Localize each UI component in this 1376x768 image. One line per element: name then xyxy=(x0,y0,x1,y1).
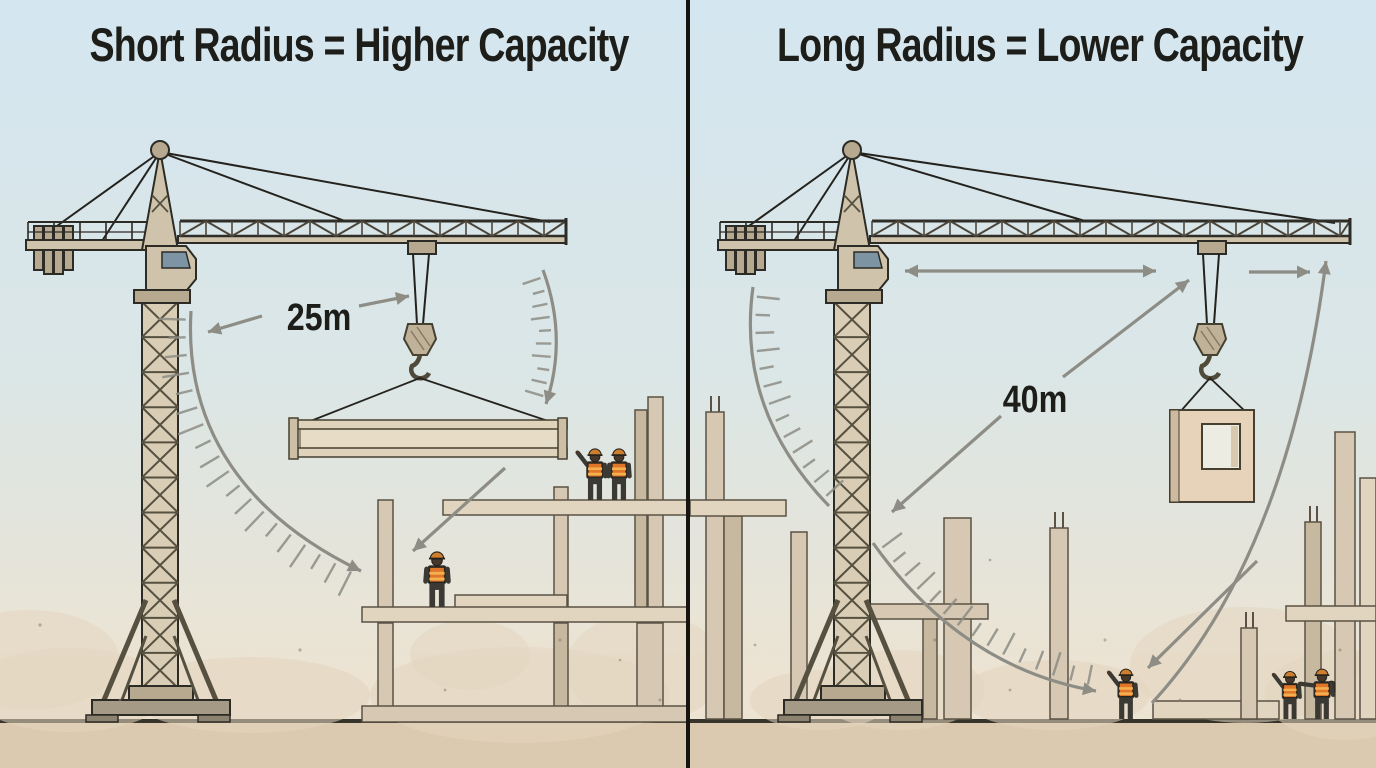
left-panel-title: Short Radius = Higher Capacity xyxy=(89,18,630,71)
jib-truss-left xyxy=(179,219,567,238)
tower-apex-frame-left xyxy=(140,149,180,251)
debris-speckles xyxy=(38,558,1342,702)
tower-apex-frame-right xyxy=(832,149,872,251)
hook-icon xyxy=(1199,354,1222,381)
panel-divider xyxy=(686,0,690,768)
worker-ground-left xyxy=(426,552,449,607)
right-buildings xyxy=(689,396,1376,720)
apex-pin-left xyxy=(150,140,170,160)
base-pad xyxy=(889,714,923,723)
base-pad xyxy=(85,714,119,723)
right-panel-title: Long Radius = Lower Capacity xyxy=(777,18,1304,71)
right-crane xyxy=(717,140,1352,723)
worker-slab-left-1 xyxy=(575,449,605,500)
left-crane xyxy=(25,140,568,723)
pedestal-left xyxy=(128,685,194,701)
beam-load xyxy=(288,417,568,460)
trolley-right xyxy=(1197,240,1227,255)
annotations xyxy=(158,260,1331,705)
apex-pin-right xyxy=(842,140,862,160)
lowering-arc-left xyxy=(541,269,558,405)
slew-collar-left xyxy=(133,289,191,304)
radius-sweep-arc-right-lower xyxy=(871,542,1097,693)
hook-block-left xyxy=(402,323,438,356)
radius-sweep-arc-left xyxy=(188,310,362,573)
radius-sweep-arc-right-upper xyxy=(748,286,831,508)
pedestal-right xyxy=(820,685,886,701)
worker-slab-left-2 xyxy=(608,449,629,500)
placement-arrow-right xyxy=(1146,559,1259,670)
slew-collar-right xyxy=(825,289,883,304)
base-pad xyxy=(777,714,811,723)
base-platform-right xyxy=(783,699,923,716)
cab-window-left xyxy=(161,251,191,269)
left-building xyxy=(361,396,689,723)
hook-block-right xyxy=(1192,323,1228,356)
jib-truss-right xyxy=(871,219,1351,238)
load-path-arc-right xyxy=(1150,260,1328,705)
base-pad xyxy=(197,714,231,723)
right-radius-label: 40m xyxy=(1002,379,1068,421)
cab-window-right xyxy=(853,251,883,269)
hook-icon xyxy=(409,354,432,381)
label-pointer-40m-down xyxy=(890,414,1003,514)
placement-arrow-left xyxy=(411,466,507,553)
trolley-left xyxy=(407,240,437,255)
base-platform-left xyxy=(91,699,231,716)
panel-load xyxy=(1169,409,1255,503)
label-pointer-40m-up xyxy=(1062,278,1190,379)
left-radius-label: 25m xyxy=(286,297,352,339)
tower-bracing-right xyxy=(833,301,871,689)
